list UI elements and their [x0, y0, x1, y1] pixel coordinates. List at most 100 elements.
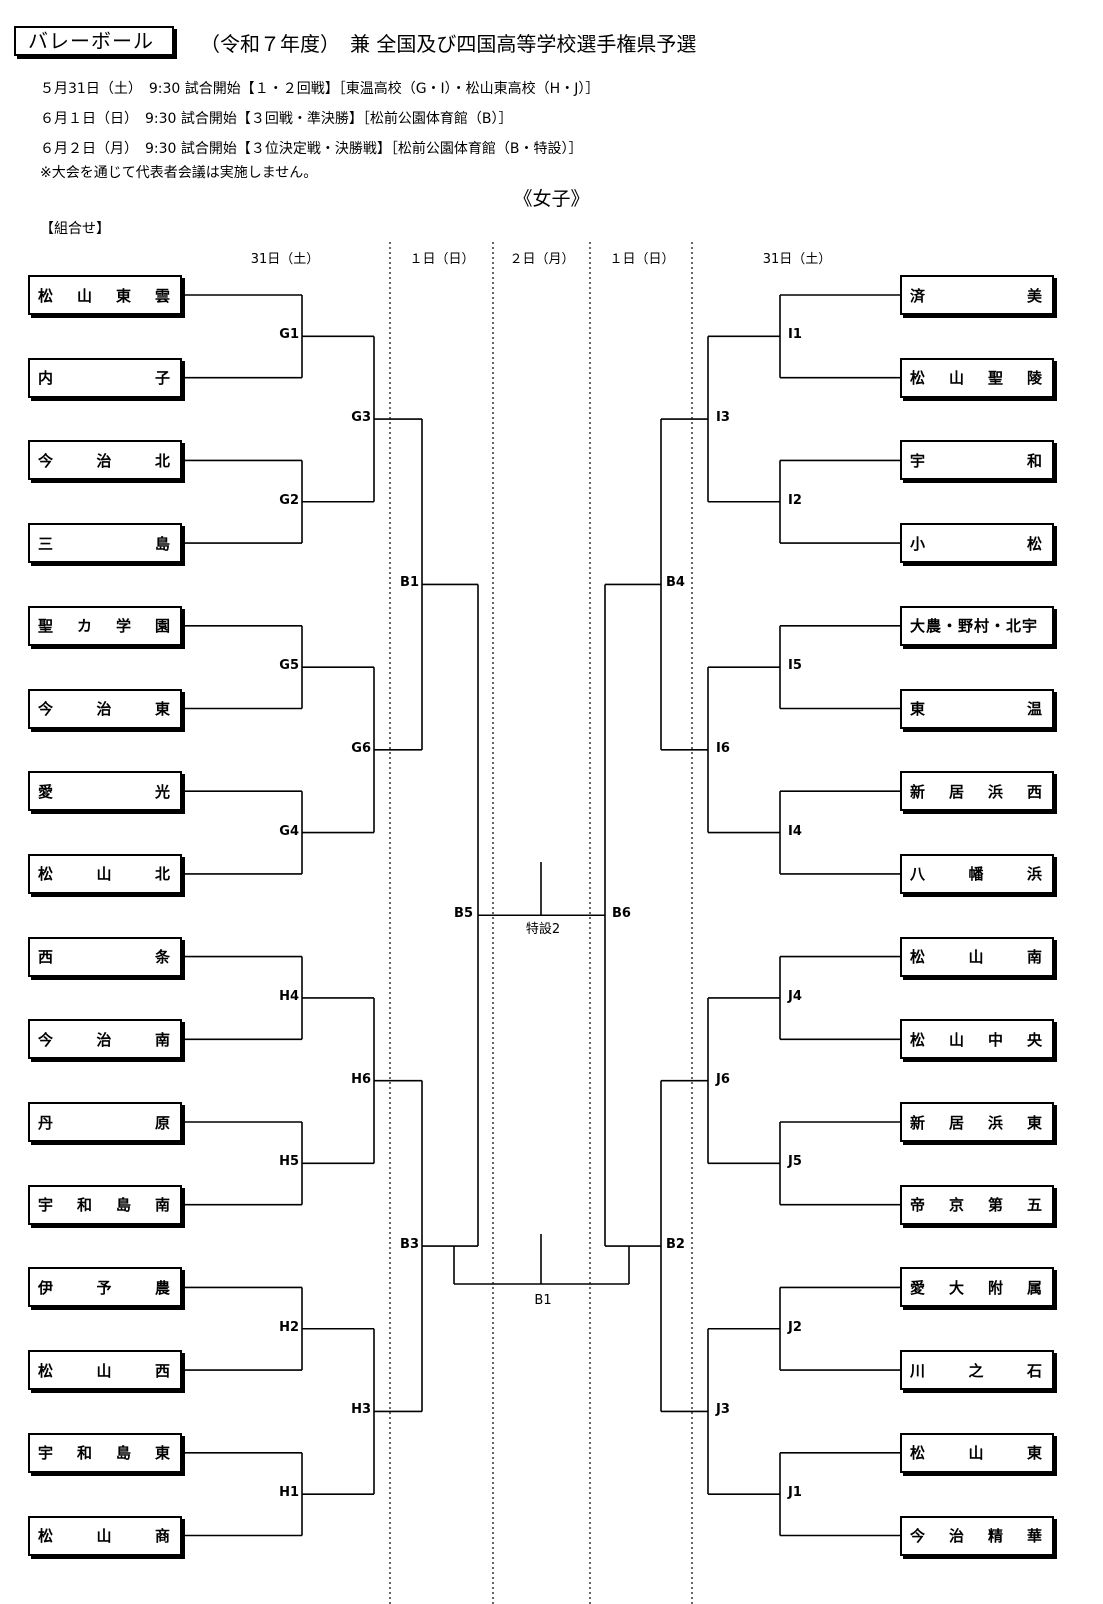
- schedule-line: ６月２日（月） 9:30 試合開始【３位決定戦・決勝戦】［松前公園体育館（B・特…: [40, 141, 583, 157]
- match-label: J3: [716, 1402, 730, 1418]
- sport-title-box: バレーボール: [14, 26, 174, 56]
- team-name: 西条: [38, 948, 172, 967]
- match-label: H4: [279, 988, 299, 1004]
- match-label: J5: [788, 1154, 802, 1170]
- team-name: 三島: [38, 534, 172, 553]
- match-label: H1: [279, 1485, 299, 1501]
- team-box: 済美: [900, 275, 1054, 315]
- team-box: 松山中央: [900, 1019, 1054, 1060]
- team-name: 松山聖陵: [910, 369, 1044, 388]
- team-name: 帝京第五: [910, 1196, 1044, 1215]
- team-name: 聖カ学園: [38, 617, 172, 636]
- gender-heading: 《女子》: [513, 188, 590, 210]
- team-name: 松山中央: [910, 1030, 1044, 1049]
- day-header: 31日（土）: [762, 252, 832, 267]
- combination-label: 【組合せ】: [40, 221, 110, 237]
- tournament-title: （令和７年度） 兼 全国及び四国高等学校選手権県予選: [200, 32, 697, 56]
- team-box: 今治東: [28, 688, 182, 729]
- team-box: 愛大附属: [900, 1267, 1054, 1308]
- team-name: 宇和: [910, 451, 1044, 470]
- team-box: 宇和島東: [28, 1432, 182, 1473]
- team-box: 今治南: [28, 1019, 182, 1060]
- match-label: I1: [788, 327, 802, 343]
- team-name: 松山商: [38, 1527, 172, 1545]
- team-box: 大農・野村・北宇: [900, 605, 1054, 646]
- team-box: 内子: [28, 357, 182, 398]
- team-box: 丹原: [28, 1102, 182, 1142]
- match-label: G6: [351, 740, 371, 756]
- team-name: 今治東: [38, 700, 172, 718]
- team-box: 松山西: [28, 1350, 182, 1391]
- match-label: H5: [279, 1154, 299, 1170]
- team-name: 宇和島南: [38, 1196, 172, 1215]
- team-box: 新居浜東: [900, 1102, 1054, 1142]
- team-box: 愛光: [28, 771, 182, 812]
- match-label: G3: [351, 410, 371, 426]
- team-box: 松山北: [28, 853, 182, 894]
- team-name: 川之石: [910, 1361, 1044, 1380]
- match-label: J4: [788, 988, 802, 1004]
- team-name: 東温: [910, 700, 1044, 718]
- team-box: 松山商: [28, 1515, 182, 1556]
- team-name: 新居浜西: [910, 782, 1044, 801]
- match-label: J6: [716, 1071, 730, 1087]
- team-name: 松山南: [910, 948, 1044, 967]
- team-box: 今治精華: [900, 1515, 1054, 1556]
- team-name: 今治南: [38, 1030, 172, 1049]
- team-box: 伊予農: [28, 1267, 182, 1308]
- note: ※大会を通じて代表者会議は実施しません。: [40, 165, 318, 181]
- match-label: B2: [666, 1237, 685, 1253]
- match-label: G1: [279, 327, 299, 343]
- team-name: 丹原: [38, 1113, 172, 1132]
- team-name: 松山東雲: [38, 286, 172, 305]
- day-header: ２日（月）: [509, 252, 575, 267]
- match-label: I5: [788, 658, 802, 674]
- team-name: 新居浜東: [910, 1113, 1044, 1132]
- team-box: 東温: [900, 688, 1054, 729]
- match-label: H6: [351, 1071, 371, 1087]
- team-box: 松山東: [900, 1432, 1054, 1473]
- schedule-line: ５月31日（土） 9:30 試合開始【１・２回戦】［東温高校（G・I）・松山東高…: [40, 81, 600, 97]
- match-label: B3: [400, 1237, 419, 1253]
- match-label: B1: [400, 575, 419, 591]
- team-name: 大農・野村・北宇: [910, 617, 1039, 636]
- team-name: 松山西: [38, 1361, 172, 1380]
- match-label: I6: [716, 740, 730, 756]
- day-header: １日（日）: [609, 252, 675, 267]
- team-name: 愛大附属: [910, 1278, 1044, 1297]
- team-box: 帝京第五: [900, 1184, 1054, 1225]
- team-box: 今治北: [28, 440, 182, 481]
- team-box: 三島: [28, 523, 182, 564]
- team-name: 今治精華: [910, 1527, 1044, 1545]
- team-box: 西条: [28, 936, 182, 977]
- team-box: 川之石: [900, 1350, 1054, 1391]
- match-label: I2: [788, 492, 802, 508]
- match-label: B4: [666, 575, 685, 591]
- team-name: 松山東: [910, 1444, 1044, 1463]
- team-name: 愛光: [38, 782, 172, 801]
- match-label: B1: [534, 1293, 552, 1308]
- team-box: 宇和: [900, 440, 1054, 481]
- match-label: J1: [788, 1485, 802, 1501]
- team-box: 宇和島南: [28, 1184, 182, 1225]
- match-label: H3: [351, 1402, 371, 1418]
- team-name: 今治北: [38, 451, 172, 470]
- team-box: 松山南: [900, 936, 1054, 977]
- match-label: G2: [279, 492, 299, 508]
- match-label: B5: [454, 906, 473, 922]
- team-box: 松山聖陵: [900, 357, 1054, 398]
- day-header: １日（日）: [409, 252, 475, 267]
- team-name: 宇和島東: [38, 1444, 172, 1463]
- match-label: I4: [788, 823, 802, 839]
- team-box: 八幡浜: [900, 853, 1054, 894]
- match-label: I3: [716, 410, 730, 426]
- schedule-line: ６月１日（日） 9:30 試合開始【３回戦・準決勝】［松前公園体育館（B）］: [40, 111, 513, 127]
- team-box: 新居浜西: [900, 771, 1054, 812]
- match-label: 特設2: [525, 922, 561, 938]
- team-box: 小松: [900, 523, 1054, 564]
- team-name: 済美: [910, 286, 1044, 305]
- match-label: J2: [788, 1319, 802, 1335]
- team-name: 松山北: [38, 865, 172, 884]
- match-label: G4: [279, 823, 299, 839]
